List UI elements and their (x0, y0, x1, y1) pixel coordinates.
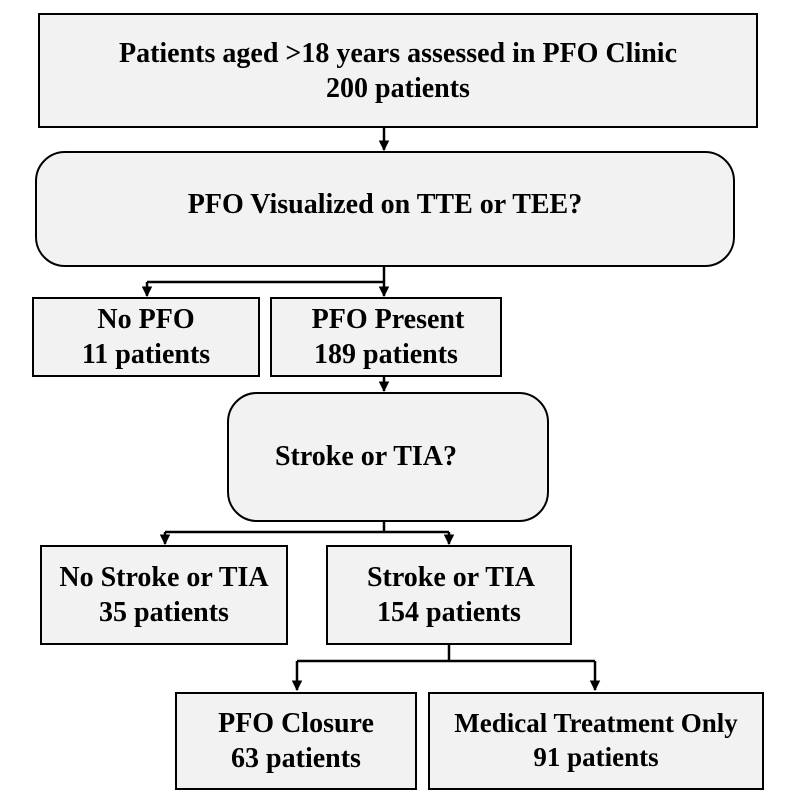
question-stroke-or-tia: Stroke or TIA? (227, 392, 549, 522)
question-pfo-text: PFO Visualized on TTE or TEE? (187, 189, 583, 221)
start-box-count: 200 patients (326, 72, 470, 104)
pfo-closure-label: PFO Closure (218, 708, 374, 739)
pfo-closure-box: PFO Closure 63 patients (175, 692, 417, 790)
no-pfo-count: 11 patients (81, 339, 211, 370)
no-stroke-box: No Stroke or TIA 35 patients (40, 545, 288, 645)
question-stroke-text: Stroke or TIA? (274, 441, 458, 473)
stroke-box: Stroke or TIA 154 patients (326, 545, 572, 645)
medical-treatment-count: 91 patients (533, 742, 659, 772)
no-pfo-box: No PFO 11 patients (32, 297, 260, 377)
start-box-title: Patients aged >18 years assessed in PFO … (118, 37, 678, 69)
question-pfo-visualized: PFO Visualized on TTE or TEE? (35, 151, 735, 267)
pfo-closure-count: 63 patients (231, 743, 361, 774)
pfo-present-box: PFO Present 189 patients (270, 297, 502, 377)
medical-treatment-box: Medical Treatment Only 91 patients (428, 692, 764, 790)
pfo-present-label: PFO Present (311, 304, 465, 335)
stroke-count: 154 patients (377, 597, 521, 628)
no-stroke-label: No Stroke or TIA (59, 562, 269, 593)
start-box: Patients aged >18 years assessed in PFO … (38, 13, 758, 128)
no-pfo-label: No PFO (97, 304, 195, 335)
medical-treatment-label: Medical Treatment Only (454, 708, 738, 739)
stroke-label: Stroke or TIA (366, 562, 536, 593)
no-stroke-count: 35 patients (99, 597, 229, 628)
pfo-present-count: 189 patients (314, 339, 458, 370)
